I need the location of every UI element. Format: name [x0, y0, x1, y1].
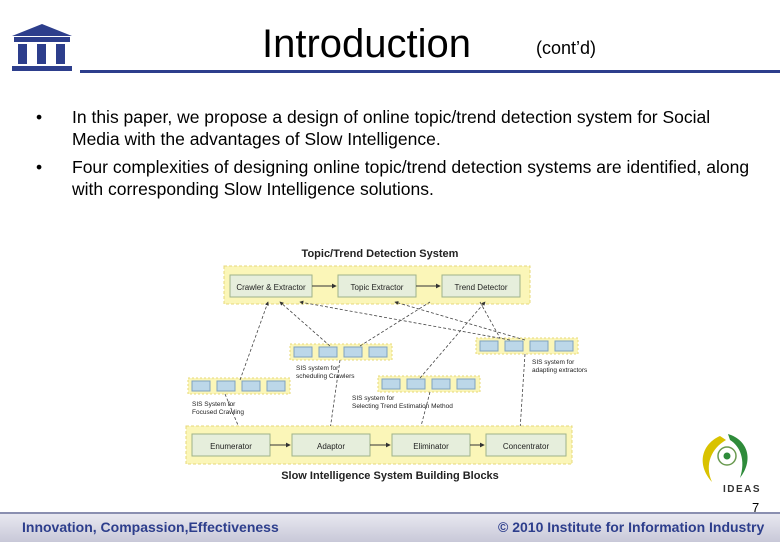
- topic-extractor-label: Topic Extractor: [351, 283, 404, 292]
- sis-chain-trend-estimation: [377, 375, 481, 393]
- bullet-list: • In this paper, we propose a design of …: [36, 106, 756, 206]
- sis-focused-label-2: Focused Crawling: [192, 409, 244, 416]
- sis-trend-label-1: SIS system for: [352, 395, 395, 402]
- enumerator-label: Enumerator: [210, 442, 252, 451]
- footer-bar: [0, 512, 780, 542]
- bullet-text: Four complexities of designing online to…: [72, 157, 750, 199]
- concentrator-box: [485, 433, 567, 457]
- top-system-title: Topic/Trend Detection System: [302, 248, 459, 260]
- bottom-system-title: Slow Intelligence System Building Blocks: [281, 470, 499, 482]
- slide-subtitle: (cont’d): [536, 38, 597, 58]
- sis-focused-label-1: SIS System for: [192, 401, 236, 408]
- ideas-logo: IDEAS: [702, 434, 761, 495]
- bullet-item: • Four complexities of designing online …: [36, 156, 756, 200]
- page-number: 7: [752, 500, 760, 515]
- sis-extractors-label-1: SIS system for: [532, 359, 575, 366]
- eliminator-label: Eliminator: [413, 442, 449, 451]
- sis-crawlers-label-1: SIS system for: [296, 365, 339, 372]
- adaptor-label: Adaptor: [317, 442, 345, 451]
- footer-tagline: Innovation, Compassion,Effectiveness: [22, 519, 279, 535]
- trend-detector-box: [441, 274, 521, 298]
- connector-lines: [224, 300, 526, 431]
- institution-building-icon: [12, 24, 72, 71]
- crawler-extractor-label: Crawler & Extractor: [236, 283, 306, 292]
- footer-copyright: © 2010 Institute for Information Industr…: [498, 519, 765, 535]
- bullet-dot-icon: •: [36, 157, 43, 177]
- ideas-logo-text: IDEAS: [723, 484, 761, 495]
- bullet-dot-icon: •: [36, 107, 43, 127]
- architecture-diagram: Topic/Trend Detection System Crawler & E…: [185, 248, 588, 482]
- bullet-item: • In this paper, we propose a design of …: [36, 106, 756, 150]
- title-underline: [80, 70, 780, 73]
- sis-crawlers-label-2: scheduling Crawlers: [296, 373, 355, 380]
- slide-title: Introduction: [262, 22, 472, 66]
- trend-detector-label: Trend Detector: [454, 283, 507, 292]
- sis-chain-scheduling-crawlers: [289, 343, 393, 361]
- sis-chain-adapting-extractors: [475, 337, 579, 355]
- concentrator-label: Concentrator: [503, 442, 550, 451]
- sis-trend-label-2: Selecting Trend Estimation Method: [352, 403, 453, 410]
- bullet-text: In this paper, we propose a design of on…: [72, 107, 711, 149]
- sis-extractors-label-2: adapting extractors: [532, 367, 588, 374]
- sis-chain-focused-crawling: [187, 377, 291, 395]
